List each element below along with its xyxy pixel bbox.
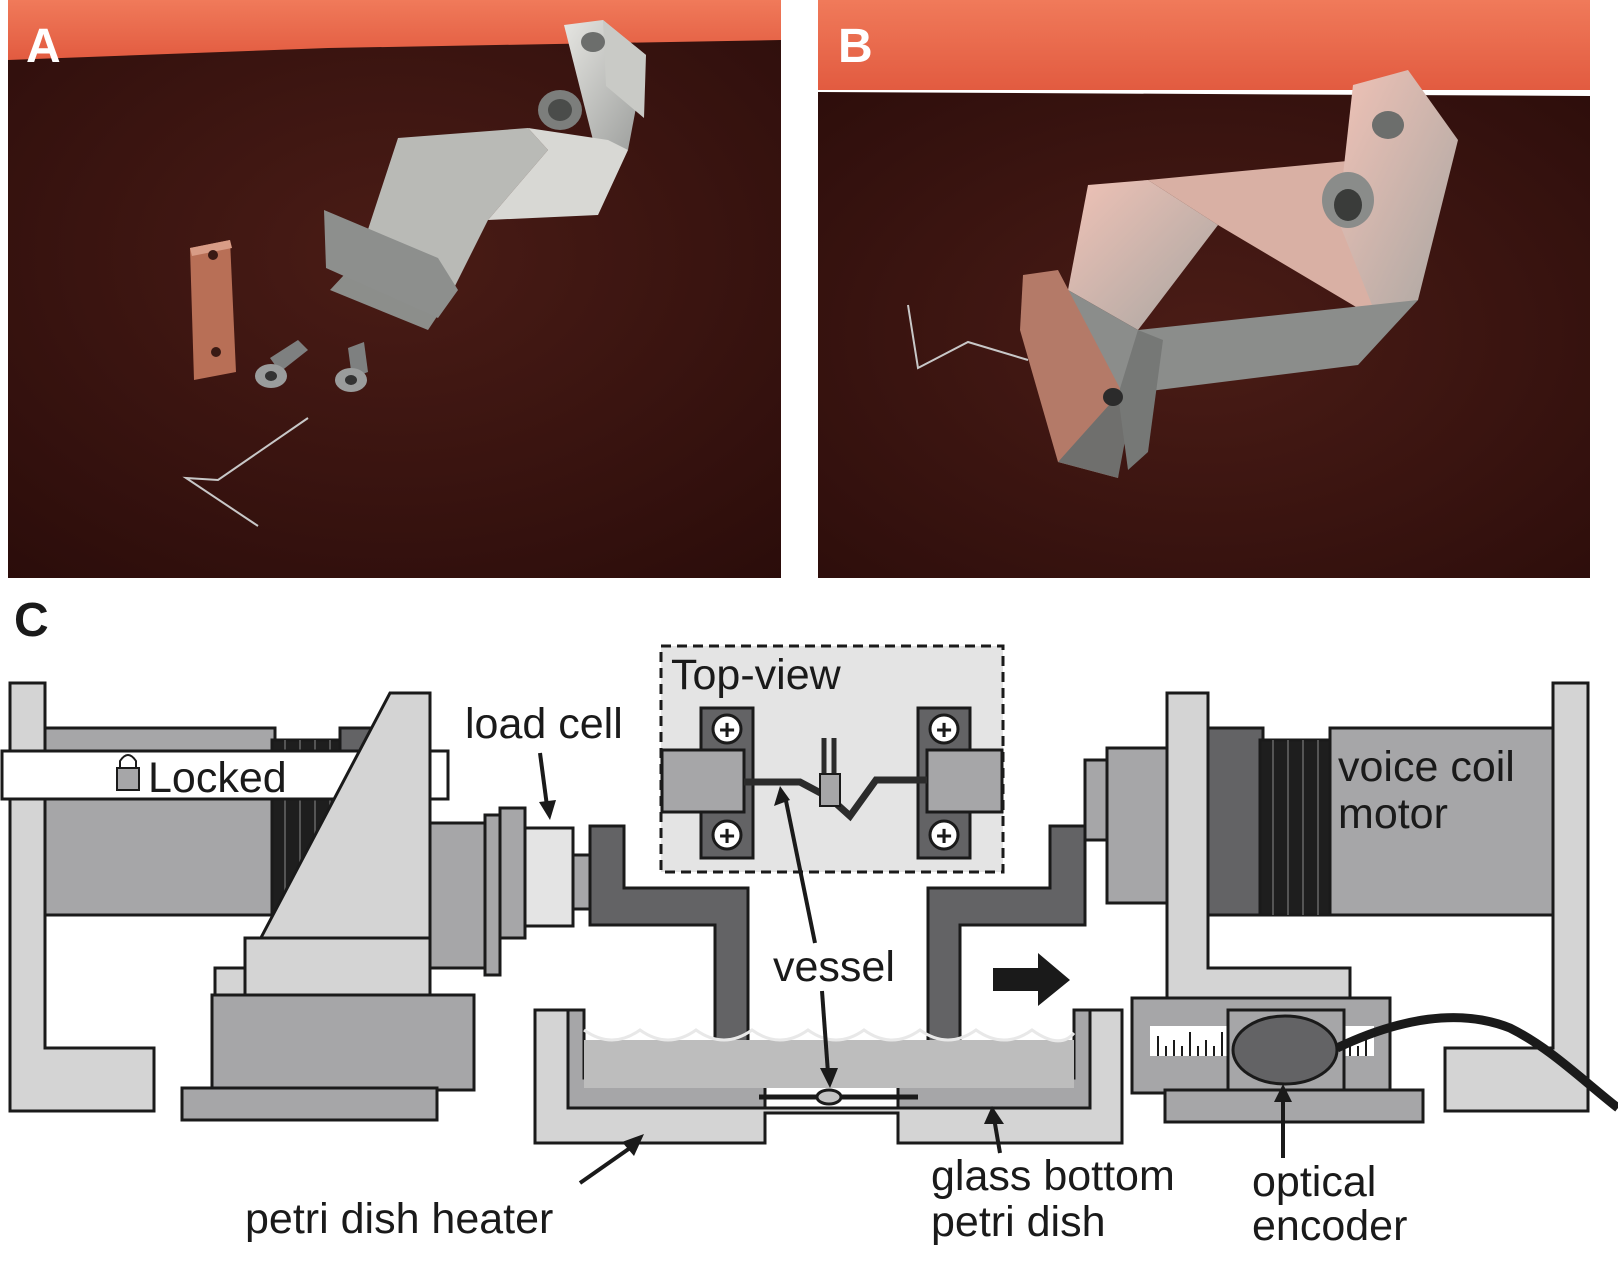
- vessel-label-group: vessel: [773, 786, 895, 1088]
- optical-encoder-label-line1: optical: [1252, 1158, 1376, 1206]
- wire: [182, 417, 309, 527]
- load-cell-label-group: load cell: [465, 700, 623, 820]
- photo-a-illustration: A: [8, 0, 781, 578]
- load-cell-label: load cell: [465, 700, 623, 748]
- top-view-label: Top-view: [671, 651, 842, 699]
- direction-arrow: [993, 953, 1070, 1006]
- load-cell-assembly: [428, 806, 592, 977]
- optical-encoder-assembly: [1130, 996, 1618, 1124]
- optical-encoder-label-line2: encoder: [1252, 1202, 1407, 1250]
- panel-letter-c: C: [14, 594, 49, 647]
- svg-text:+: +: [719, 820, 735, 851]
- left-frame: [8, 681, 156, 1113]
- svg-text:+: +: [936, 714, 952, 745]
- aluminum-bracket: [324, 20, 646, 330]
- wire: [907, 304, 1029, 370]
- petri-dish-heater-label-group: petri dish heater: [245, 1134, 644, 1243]
- voice-coil-label-line2: motor: [1338, 790, 1448, 838]
- copper-bar: [190, 240, 236, 380]
- photo-b-illustration: B: [818, 0, 1590, 578]
- optical-encoder-label-group: optical encoder: [1252, 1084, 1407, 1250]
- voice-coil-motor: voice coil motor: [1206, 726, 1557, 917]
- screws: [255, 340, 368, 392]
- glass-bottom-label-group: glass bottom petri dish: [931, 1106, 1175, 1246]
- schematic-diagram: C Locked: [0, 594, 1618, 1250]
- wall-background: [818, 0, 1590, 90]
- right-shaft: [1083, 746, 1173, 905]
- svg-text:+: +: [719, 714, 735, 745]
- glass-bottom-label-line1: glass bottom: [931, 1152, 1175, 1200]
- voice-coil-label-line1: voice coil: [1338, 743, 1515, 791]
- locked-label: Locked: [148, 754, 287, 802]
- top-view-inset: Top-view + + + +: [659, 644, 1005, 874]
- svg-text:+: +: [936, 820, 952, 851]
- assembled-bracket: [1020, 70, 1458, 478]
- petri-dish-heater-label: petri dish heater: [245, 1195, 553, 1243]
- left-stage: [180, 691, 476, 1122]
- encoder-cable: [1335, 1013, 1618, 1112]
- panel-letter-b: B: [838, 20, 873, 73]
- vessel: [759, 1088, 918, 1106]
- photo-panel-b: B: [818, 0, 1590, 578]
- glass-bottom-label-line2: petri dish: [931, 1198, 1105, 1246]
- top-view-vessel: [744, 738, 927, 822]
- panel-letter-a: A: [26, 20, 61, 73]
- photo-panel-a: A: [8, 0, 781, 578]
- vessel-label: vessel: [773, 943, 895, 991]
